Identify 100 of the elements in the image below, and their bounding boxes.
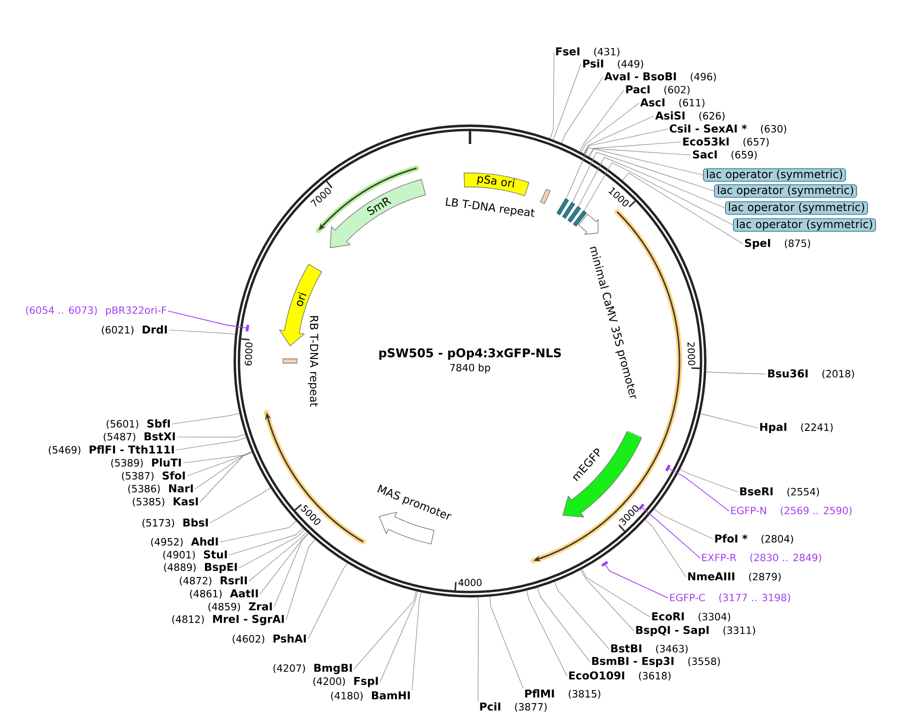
leader-line [566, 147, 704, 199]
leader-line [554, 581, 610, 650]
leader-line [238, 529, 305, 568]
primer-mark [246, 324, 250, 332]
tick-label: 4000 [458, 578, 482, 586]
feature-tag: lac operator (symmetric) [725, 201, 868, 215]
leader-line [176, 437, 247, 450]
enzyme-label: (4207) BmgBI [273, 664, 352, 674]
enzyme-label: (4861) AatII [190, 589, 258, 599]
enzyme-label: PflMI (3815) [525, 689, 600, 699]
leader-line [194, 452, 252, 490]
leader-line [583, 116, 654, 154]
primer-label: (6054 .. 6073) pBR322ori-F [26, 306, 166, 316]
enzyme-label: PacI (602) [626, 85, 690, 95]
leader-line [228, 528, 303, 556]
leader-line [168, 330, 236, 335]
leader-line [274, 533, 309, 608]
leader-line [200, 452, 252, 502]
enzyme-label: BstBI (3463) [611, 644, 688, 654]
leader-line [588, 142, 682, 157]
enzyme-label: NmeAIII (2879) [688, 572, 781, 582]
enzyme-label: (5487) BstXI [104, 432, 175, 442]
tick-label: 6000 [244, 342, 252, 366]
enzyme-label: (5385) KasI [132, 497, 198, 507]
leader-line [584, 162, 734, 226]
enzyme-label: (4200) FspI [313, 676, 378, 688]
leader-line [286, 539, 316, 620]
primer-label: EXFP-R (2830 .. 2849) [702, 554, 822, 562]
enzyme-label: BsmBI - Esp3I (3558) [592, 656, 720, 668]
leader-line [308, 562, 348, 640]
enzyme-label: SpeI (875) [744, 238, 810, 250]
leader-line [260, 533, 308, 594]
enzyme-label: (4180) BamHI [331, 691, 410, 701]
feature-label: LB T-DNA repeat [446, 198, 535, 217]
feature-tag: lac operator (symmetric) [733, 218, 876, 232]
enzyme-label: (5173) BbsI [142, 518, 208, 528]
leader-line [210, 488, 271, 524]
leader-line [186, 452, 252, 476]
leader-line [248, 532, 307, 582]
feature-box: pSa ori [464, 172, 530, 196]
enzyme-label: (4859) ZraI [208, 602, 272, 612]
leader-line [354, 590, 416, 670]
leader-line [580, 102, 640, 153]
leader-line [584, 128, 668, 154]
leader-line [561, 76, 604, 144]
enzyme-label: BspQI - SapI (3311) [636, 626, 755, 636]
leader-line [668, 468, 730, 512]
enzyme-label: (6021) DrdI [102, 325, 167, 335]
leader-line [526, 590, 568, 676]
leader-line [654, 508, 714, 540]
enzyme-label: PsiI (449) [583, 59, 644, 69]
leader-line [490, 596, 524, 688]
enzyme-label: Eco53kI (657) [683, 137, 769, 147]
primer-mark [638, 504, 644, 510]
operator-marker [562, 202, 575, 219]
leader-line [572, 152, 714, 203]
primer-label: EGFP-C (3177 .. 3198) [670, 594, 790, 602]
leader-line [220, 520, 296, 542]
leader-line [182, 451, 252, 464]
leader-line [582, 568, 650, 618]
primer-label: EGFP-N (2569 .. 2590) [731, 506, 852, 516]
enzyme-label: (4602) PshAI [232, 634, 306, 644]
leader-line [176, 434, 246, 438]
enzyme-label: PciI (3877) [480, 702, 547, 712]
operator-marker [556, 198, 569, 216]
operator-marker [572, 210, 587, 226]
leader-line [588, 148, 692, 158]
enzyme-label: PfoI * (2804) [715, 534, 794, 544]
leader-line [579, 90, 624, 152]
enzyme-label: (5386) NarI [128, 484, 193, 494]
leader-line [605, 564, 668, 598]
enzyme-label: BseRI (2554) [740, 487, 819, 497]
leader-line [537, 587, 590, 662]
tick-label: 2000 [688, 342, 696, 366]
leader-line [642, 507, 700, 558]
plasmid-name: pSW505 - pOp4:3xGFP-NLS [379, 348, 561, 360]
enzyme-label: (5389) PluTI [111, 458, 181, 468]
enzyme-label: SacI (659) [692, 150, 757, 160]
enzyme-label: CsiI - SexAI * (630) [670, 124, 786, 134]
primer-mark [665, 464, 671, 472]
primer-mark [601, 561, 608, 567]
leader-line [380, 591, 418, 682]
enzyme-label: EcoO109I (3618) [569, 671, 671, 681]
leader-line [644, 520, 686, 578]
enzyme-label: EcoRI (3304) [652, 612, 730, 622]
leader-line [706, 372, 766, 374]
plasmid-size: 7840 bp [450, 364, 490, 374]
enzyme-label: (4901) StuI [163, 550, 227, 560]
feature-tag: lac operator (symmetric) [714, 184, 858, 198]
enzyme-label: AscI (611) [640, 98, 704, 108]
enzyme-label: (4952) AhdI [151, 537, 218, 547]
enzyme-label: AsiSI (626) [655, 111, 725, 121]
enzyme-label: (5387) SfoI [122, 471, 185, 481]
feature-tag: lac operator (symmetric) [703, 168, 846, 182]
enzyme-label: (5469) PflFI - Tth111I [48, 445, 174, 455]
leader-line [478, 597, 479, 702]
leader-line [580, 570, 634, 632]
enzyme-label: (4889) BspEI [164, 562, 237, 574]
enzyme-label: HpaI (2241) [760, 422, 833, 434]
leader-line [700, 414, 758, 428]
